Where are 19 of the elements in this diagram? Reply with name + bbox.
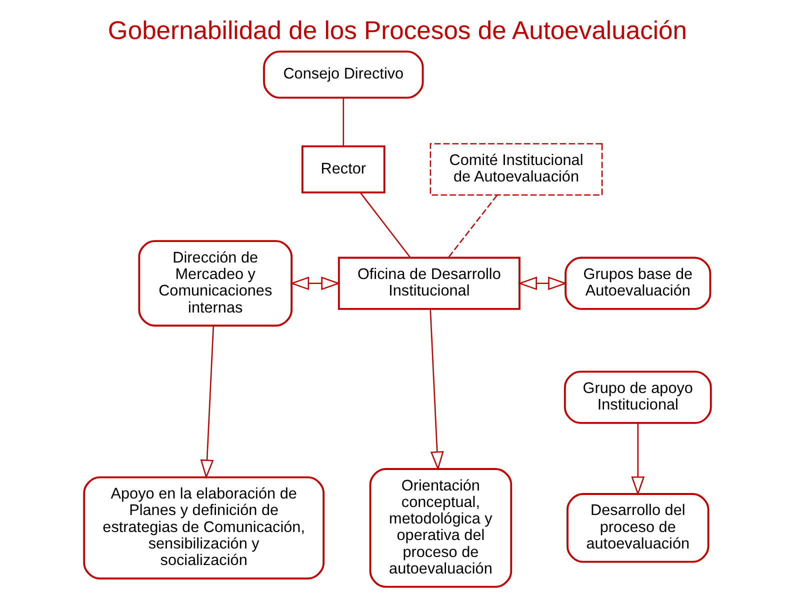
node-box: Desarrollo del proceso de autoevaluación [566, 493, 710, 563]
arrow [290, 276, 340, 290]
node-box: Consejo Directivo [263, 50, 424, 99]
node-box: Grupos base de Autoevaluación [564, 256, 712, 310]
connector [342, 98, 344, 146]
connector [448, 195, 498, 258]
node-box: Dirección de Mercadeo y Comunicaciones internas [138, 240, 292, 327]
arrow [200, 326, 214, 479]
node-box: Oficina de Desarrollo Institucional [338, 256, 520, 310]
arrow [518, 276, 568, 290]
diagram-title: Gobernabilidad de los Procesos de Autoevaluación [108, 16, 688, 45]
node-box: Apoyo en la elaboración de Planes y definición de estrategias de Comunicación, sensibilización y socialización [83, 476, 325, 580]
node-box: Comité Institucional de Autoevaluación [430, 143, 603, 196]
arrow [430, 309, 444, 471]
node-box: Orientación conceptual, metodológica y operativa del proceso de autoevaluación [369, 468, 512, 588]
connector [360, 192, 411, 258]
node-box: Grupo de apoyo Institucional [564, 370, 712, 424]
node-box: Rector [301, 145, 386, 194]
arrow [631, 423, 645, 496]
